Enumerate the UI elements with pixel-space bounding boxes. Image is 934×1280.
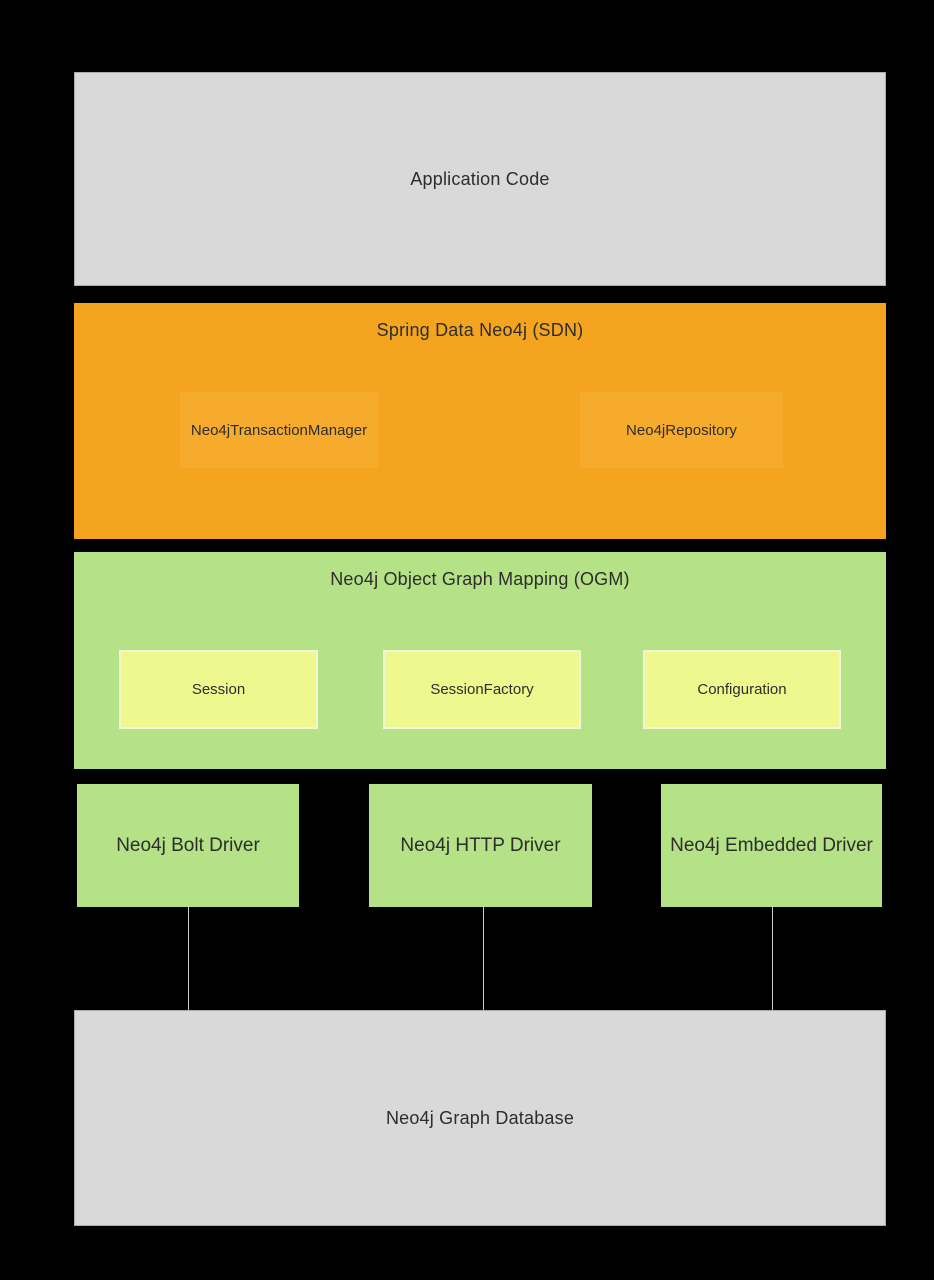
ogm-layer-title: Neo4j Object Graph Mapping (OGM) bbox=[330, 569, 630, 589]
embedded-driver-connector-line bbox=[772, 907, 773, 1010]
configuration-box: Configuration bbox=[643, 650, 841, 729]
neo4j-repository-box: Neo4jRepository bbox=[580, 392, 783, 468]
application-code-label: Application Code bbox=[410, 168, 550, 189]
http-driver-connector-line bbox=[483, 907, 484, 1010]
session-factory-label: SessionFactory bbox=[430, 681, 534, 698]
neo4j-transaction-manager-box: Neo4jTransactionManager bbox=[180, 392, 378, 468]
graph-database-box: Neo4j Graph Database bbox=[74, 1010, 886, 1226]
neo4j-transaction-manager-label: Neo4jTransactionManager bbox=[190, 421, 368, 439]
session-label: Session bbox=[191, 681, 246, 698]
bolt-driver-box: Neo4j Bolt Driver bbox=[77, 784, 299, 907]
session-factory-box: SessionFactory bbox=[383, 650, 581, 729]
session-box: Session bbox=[119, 650, 318, 729]
bolt-driver-label: Neo4j Bolt Driver bbox=[116, 834, 260, 856]
sdn-layer-title: Spring Data Neo4j (SDN) bbox=[376, 320, 584, 340]
embedded-driver-box: Neo4j Embedded Driver bbox=[661, 784, 882, 907]
configuration-label: Configuration bbox=[697, 681, 787, 698]
graph-database-label: Neo4j Graph Database bbox=[385, 1107, 575, 1128]
ogm-layer-box: Neo4j Object Graph Mapping (OGM) Session… bbox=[74, 552, 886, 769]
application-code-box: Application Code bbox=[74, 72, 886, 286]
http-driver-box: Neo4j HTTP Driver bbox=[369, 784, 592, 907]
bolt-driver-connector-line bbox=[188, 907, 189, 1010]
embedded-driver-label: Neo4j Embedded Driver bbox=[670, 834, 873, 856]
neo4j-repository-label: Neo4jRepository bbox=[626, 421, 737, 439]
http-driver-label: Neo4j HTTP Driver bbox=[400, 834, 561, 856]
sdn-layer-box: Spring Data Neo4j (SDN) Neo4jTransaction… bbox=[74, 303, 886, 539]
